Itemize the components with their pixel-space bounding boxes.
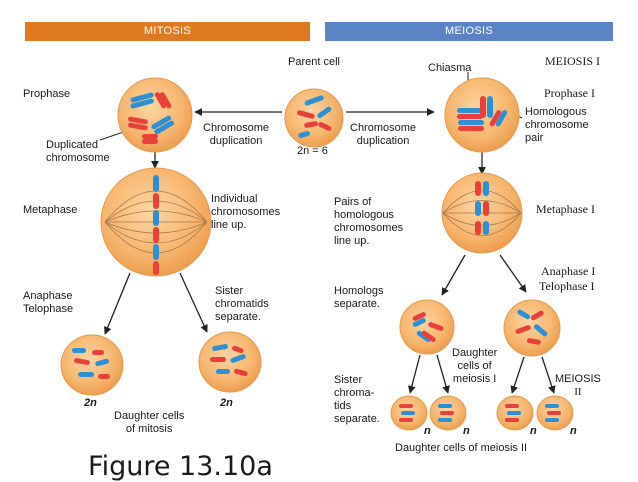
figure-caption: Figure 13.10a — [88, 451, 273, 482]
pairs-line-up-label: Pairs of homologous chromosomes line up. — [334, 196, 404, 247]
anaphase-1-label: Anaphase I — [541, 264, 596, 278]
anaphase-telophase-label: Anaphase Telophase — [23, 290, 74, 315]
meiosis-2-daughter-cell-1 — [390, 395, 428, 431]
parent-cell — [284, 88, 344, 148]
two-n-six-label: 2n = 6 — [297, 145, 328, 157]
meiosis-2-daughter-cell-3 — [496, 395, 534, 431]
meiosis-banner: MEIOSIS — [325, 22, 613, 41]
n-label-1: n — [424, 425, 431, 437]
parent-cell-label: Parent cell — [288, 56, 340, 68]
mitosis-metaphase-cell — [100, 167, 212, 277]
n-label-4: n — [570, 425, 577, 437]
mitosis-daughter-cell-left — [60, 334, 124, 396]
meiosis-2-daughter-cell-4 — [536, 395, 574, 431]
homologs-separate-label: Homologs separate. — [334, 285, 384, 310]
two-n-right-label: 2n — [220, 397, 233, 409]
chromosome-duplication-right-label: Chromosome duplication — [350, 122, 417, 147]
two-n-left-label: 2n — [84, 397, 97, 409]
meiosis-metaphase-cell — [441, 172, 523, 254]
daughter-meiosis-2-label: Daughter cells of meiosis II — [395, 442, 528, 454]
chromosome-duplication-left-label: Chromosome duplication — [203, 122, 270, 147]
metaphase-1-label: Metaphase I — [536, 202, 595, 216]
meiosis-1-daughter-cell-left — [399, 299, 455, 355]
telophase-1-label: Telophase I — [539, 279, 595, 293]
n-label-2: n — [463, 425, 470, 437]
meiosis-2-daughter-cell-2 — [429, 395, 467, 431]
meiosis-2-label: MEIOSIS II — [555, 373, 601, 398]
sister-separate-left-label: Sister chromatids separate. — [215, 285, 269, 323]
arrows — [104, 108, 556, 394]
metaphase-label: Metaphase — [23, 204, 78, 216]
mitosis-daughter-cell-right — [198, 331, 262, 393]
duplicated-chromosome-label: Duplicated chromosome — [46, 139, 110, 164]
daughter-meiosis-1-label: Daughter cells of meiosis I — [452, 347, 498, 385]
prophase-label: Prophase — [23, 88, 71, 100]
chiasma-label: Chiasma — [428, 62, 472, 74]
meiosis-1-label: MEIOSIS I — [545, 54, 601, 68]
sister-separate-right-label: Sister chroma- tids separate. — [334, 374, 380, 425]
daughter-mitosis-label: Daughter cells of mitosis — [114, 410, 185, 435]
mitosis-banner: MITOSIS — [25, 22, 310, 41]
prophase-1-label: Prophase I — [544, 86, 595, 100]
meiosis-prophase-cell — [444, 77, 520, 153]
n-label-3: n — [530, 425, 537, 437]
mitosis-prophase-cell — [117, 77, 193, 153]
individual-line-up-label: Individual chromosomes line up. — [211, 193, 281, 231]
homologous-pair-label: Homologous chromosome pair — [525, 106, 589, 144]
meiosis-1-daughter-cell-right — [503, 299, 561, 357]
